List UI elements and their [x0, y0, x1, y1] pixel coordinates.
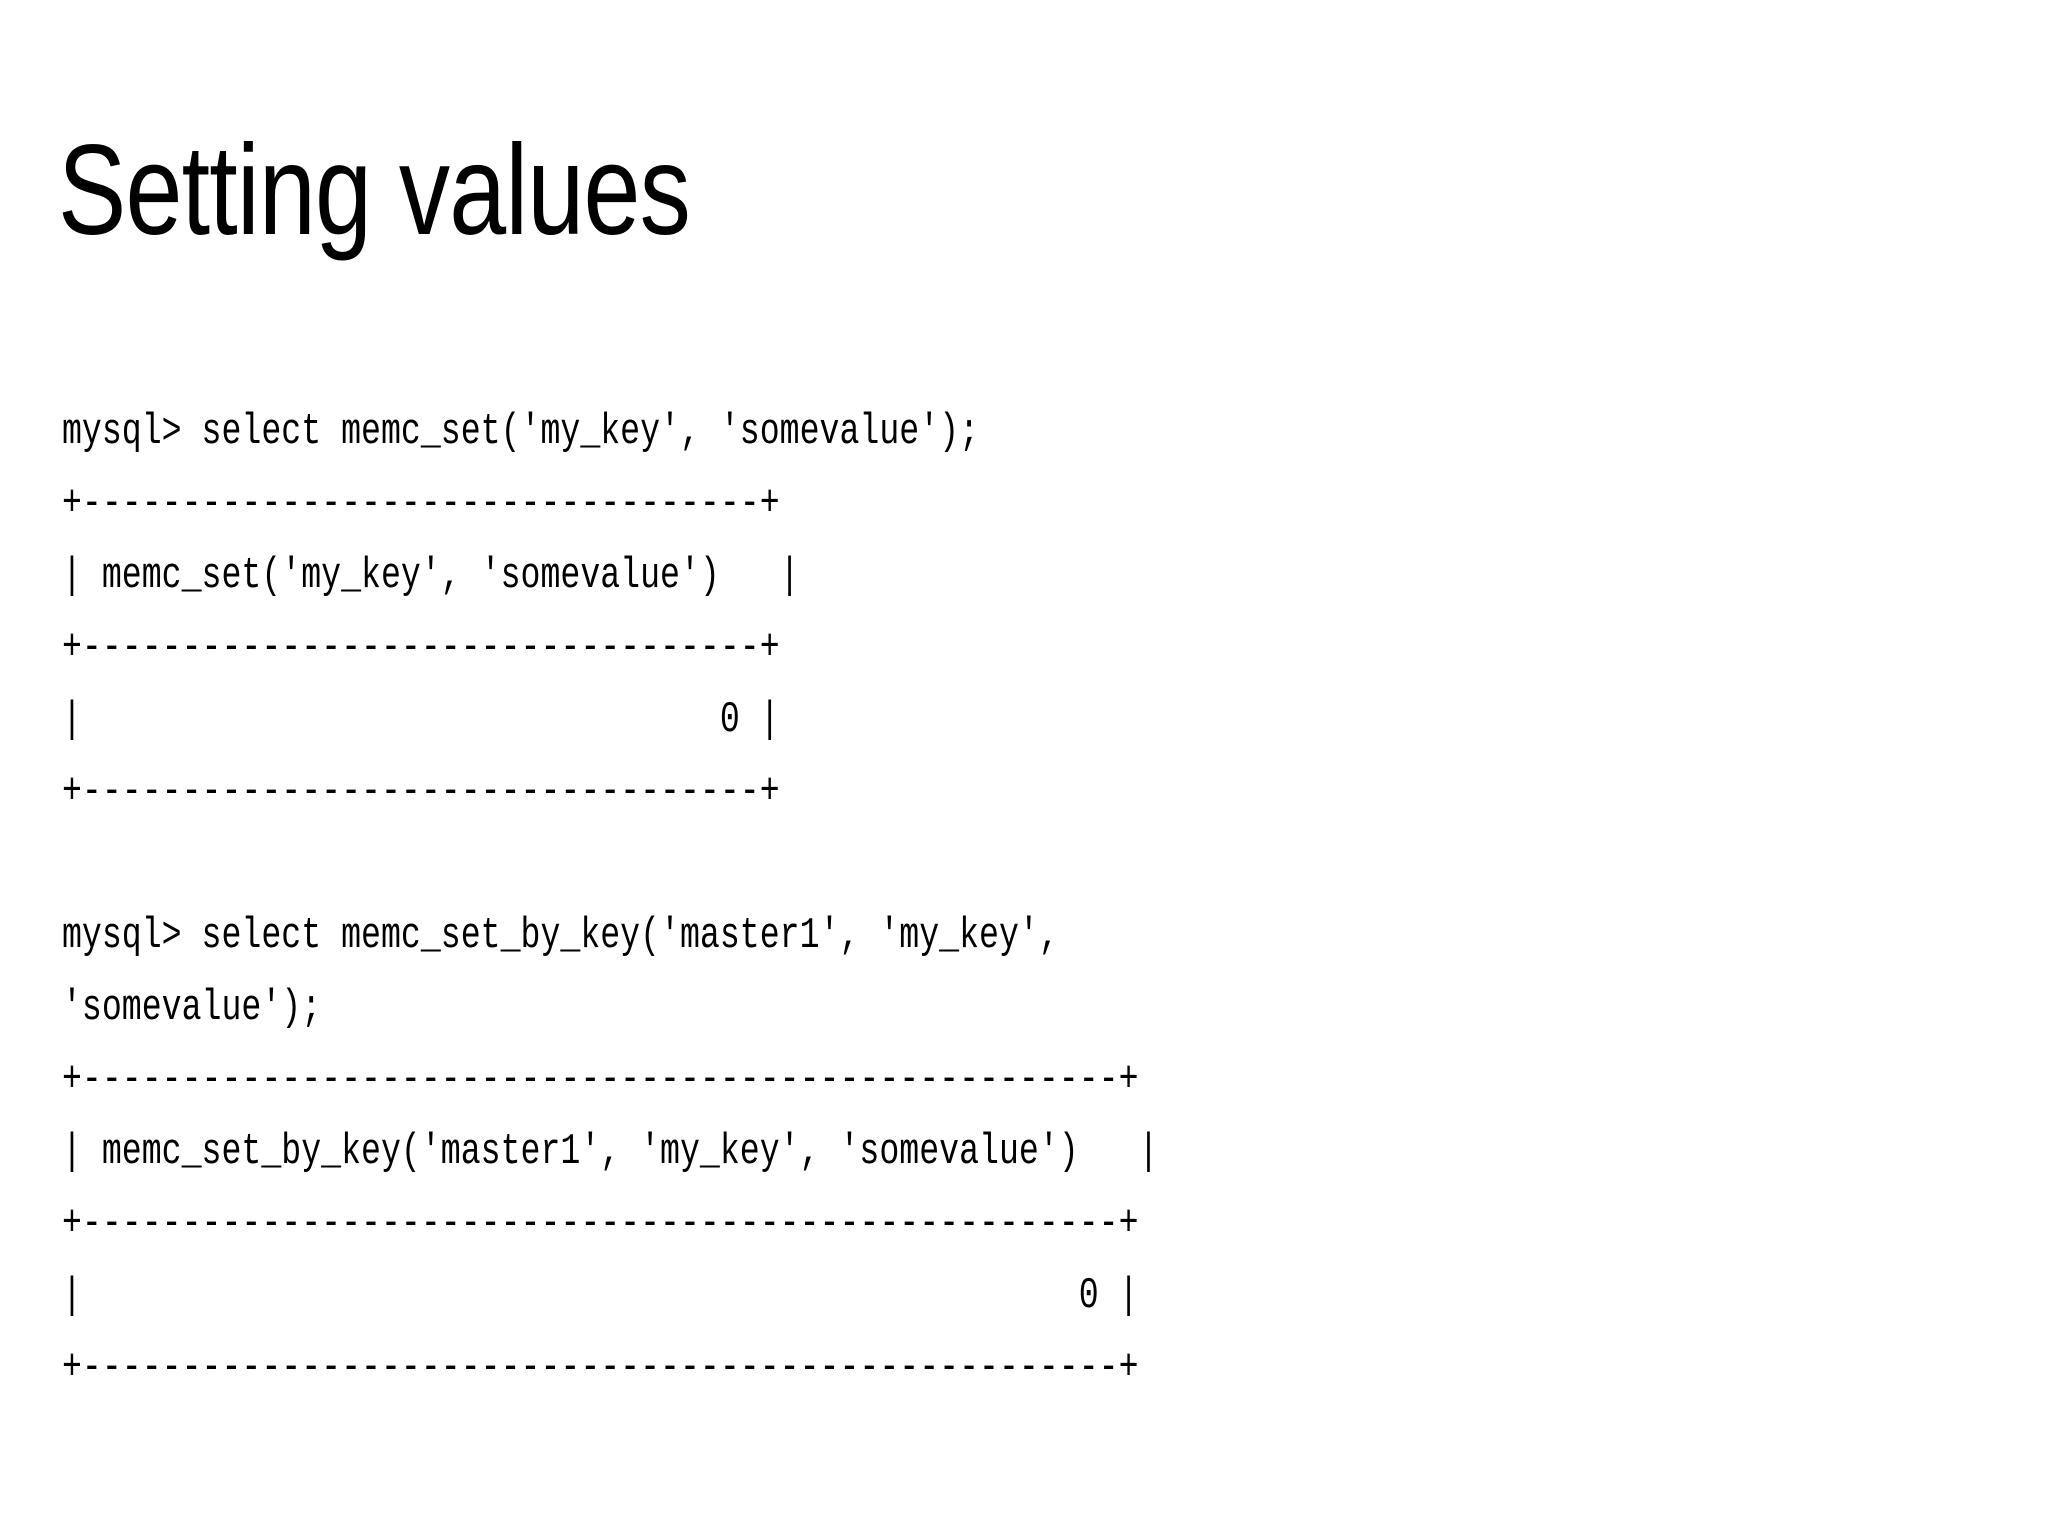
table2-value-row: | 0 | — [62, 1271, 1139, 1321]
table-top-border: +----------------------------------+ — [62, 479, 780, 529]
table-bottom-border: +----------------------------------+ — [62, 767, 780, 817]
table2-top-border: +---------------------------------------… — [62, 1055, 1139, 1105]
table-value-row: | 0 | — [62, 695, 780, 745]
command-line-memc-set: mysql> select memc_set('my_key', 'someva… — [62, 407, 980, 457]
table-header-row: | memc_set('my_key', 'somevalue') | — [62, 551, 800, 601]
block-spacer — [62, 828, 1527, 900]
table2-header-row: | memc_set_by_key('master1', 'my_key', '… — [62, 1127, 1159, 1177]
mysql-session-transcript: mysql> select memc_set('my_key', 'someva… — [62, 396, 1527, 1404]
command-line-memc-set-by-key: mysql> select memc_set_by_key('master1',… — [62, 911, 1059, 961]
table-header-separator: +----------------------------------+ — [62, 623, 780, 673]
terminal-output-area: mysql> select memc_set('my_key', 'someva… — [62, 352, 2002, 1448]
command-line-continuation: 'somevalue'); — [62, 983, 322, 1033]
table2-bottom-border: +---------------------------------------… — [62, 1343, 1139, 1393]
table2-header-separator: +---------------------------------------… — [62, 1199, 1139, 1249]
page-title: Setting values — [58, 118, 691, 262]
